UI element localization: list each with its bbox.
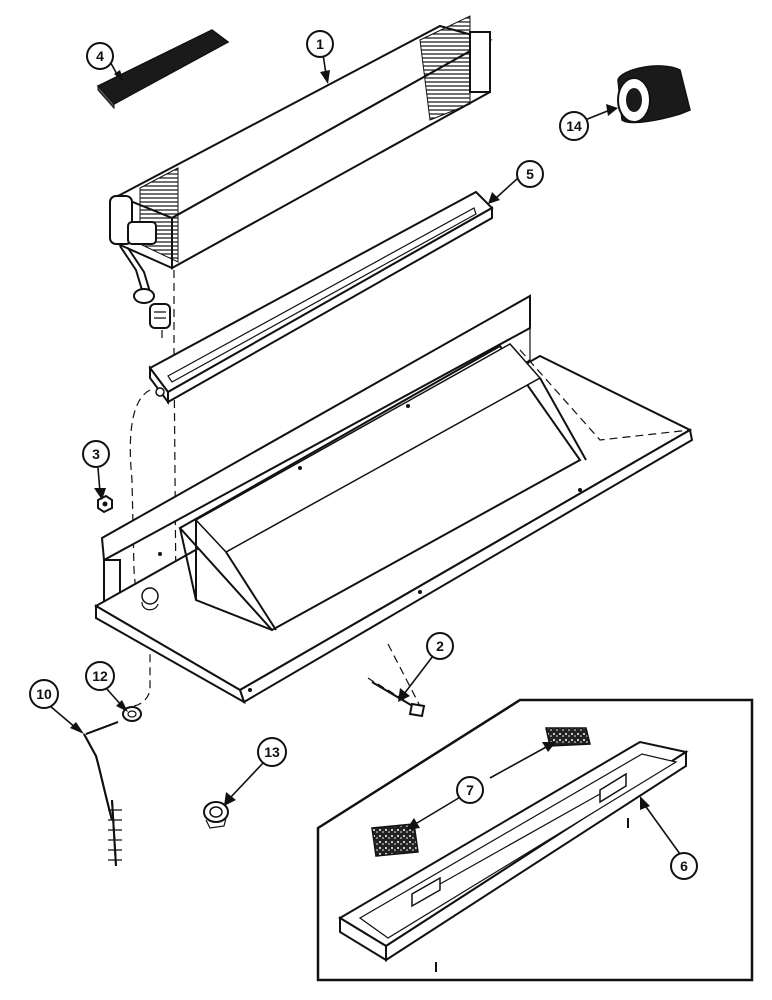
callout-5: 5 xyxy=(516,160,544,188)
drain-pan-part xyxy=(148,190,494,405)
nut-part xyxy=(97,494,113,514)
svg-text:3: 3 xyxy=(92,446,100,462)
callout-12: 12 xyxy=(85,661,115,691)
hose-clamp-part xyxy=(122,706,142,722)
housing-part xyxy=(93,294,694,705)
callout-1: 1 xyxy=(306,30,334,58)
grommet-part xyxy=(203,801,229,829)
tape-roll-part xyxy=(617,65,691,124)
callout-10: 10 xyxy=(29,679,59,709)
svg-text:12: 12 xyxy=(92,668,108,684)
svg-text:5: 5 xyxy=(526,166,534,182)
foam-strip-part xyxy=(96,29,230,110)
svg-text:4: 4 xyxy=(96,48,104,64)
inset-detail xyxy=(316,698,754,982)
drain-hose-part xyxy=(83,721,122,867)
callout-3: 3 xyxy=(82,440,110,468)
callout-14: 14 xyxy=(559,111,589,141)
svg-text:1: 1 xyxy=(316,36,324,52)
callout-13: 13 xyxy=(257,737,287,767)
callout-7: 7 xyxy=(456,776,484,804)
svg-text:7: 7 xyxy=(466,782,474,798)
callout-6: 6 xyxy=(670,852,698,880)
leader-lines xyxy=(49,47,681,855)
heater-core-part xyxy=(109,15,493,329)
svg-text:14: 14 xyxy=(566,118,582,134)
svg-text:13: 13 xyxy=(264,744,280,760)
callout-4: 4 xyxy=(86,42,114,70)
svg-text:2: 2 xyxy=(436,638,444,654)
callout-2: 2 xyxy=(426,632,454,660)
svg-text:10: 10 xyxy=(36,686,52,702)
drain-guide-line xyxy=(129,389,151,707)
bolt-guide-line xyxy=(387,643,421,707)
svg-text:6: 6 xyxy=(680,858,688,874)
assembly-guide-line xyxy=(173,270,177,601)
